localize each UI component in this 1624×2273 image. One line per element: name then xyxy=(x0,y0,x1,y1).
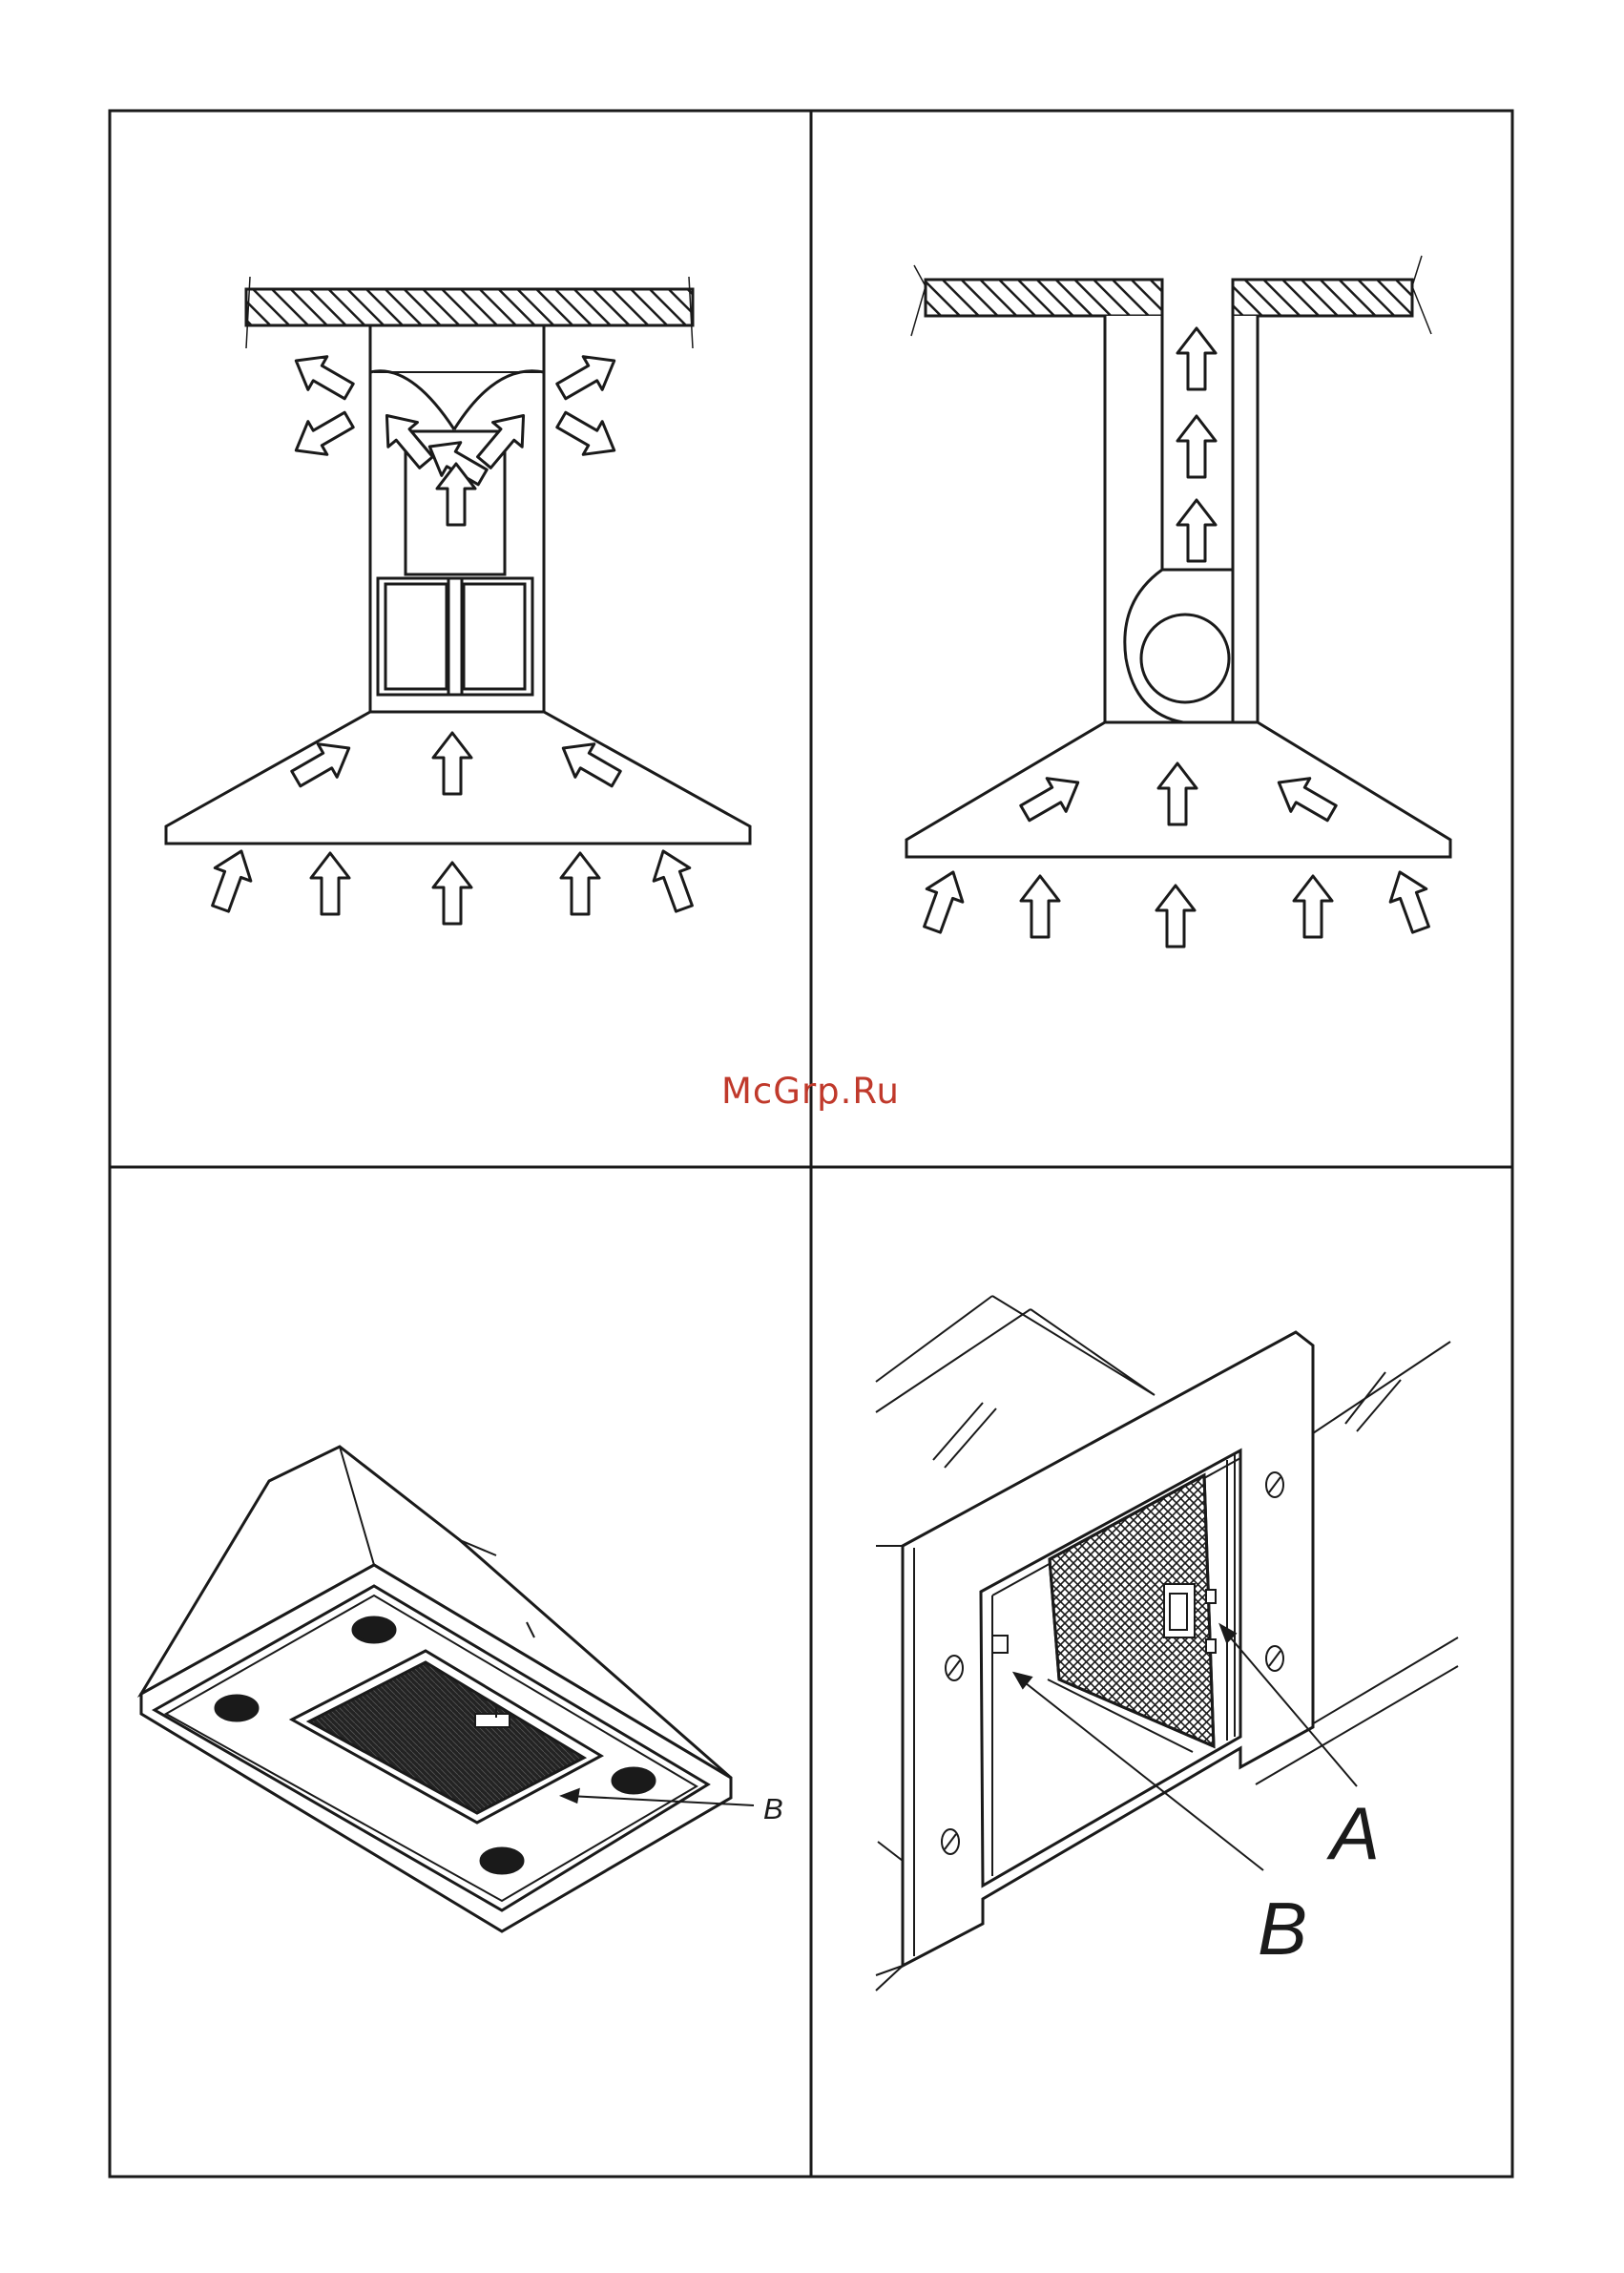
ceiling-hatch-right xyxy=(1233,280,1412,316)
ceiling-hatch-left xyxy=(926,280,1162,316)
latch xyxy=(1206,1590,1216,1603)
carbon-filter xyxy=(378,578,532,695)
fan-motor xyxy=(1141,615,1229,702)
panel-hood-underside xyxy=(141,1447,754,1931)
panel-recirculation-airflow xyxy=(166,277,750,924)
label-b-panel4: B xyxy=(1258,1887,1307,1971)
ceiling-hatch xyxy=(246,289,693,325)
page-frame xyxy=(110,111,1512,2177)
lamp-2 xyxy=(216,1696,258,1720)
panel-extraction-airflow xyxy=(906,256,1450,947)
watermark-text: McGrp.Ru xyxy=(721,1071,900,1112)
label-a-panel4: A xyxy=(1326,1791,1380,1875)
panel-filter-detail xyxy=(876,1296,1458,1991)
lamp-1 xyxy=(353,1617,395,1642)
lamp-3 xyxy=(613,1768,655,1793)
label-b-panel3: B xyxy=(763,1792,783,1825)
lamp-4 xyxy=(481,1848,523,1873)
